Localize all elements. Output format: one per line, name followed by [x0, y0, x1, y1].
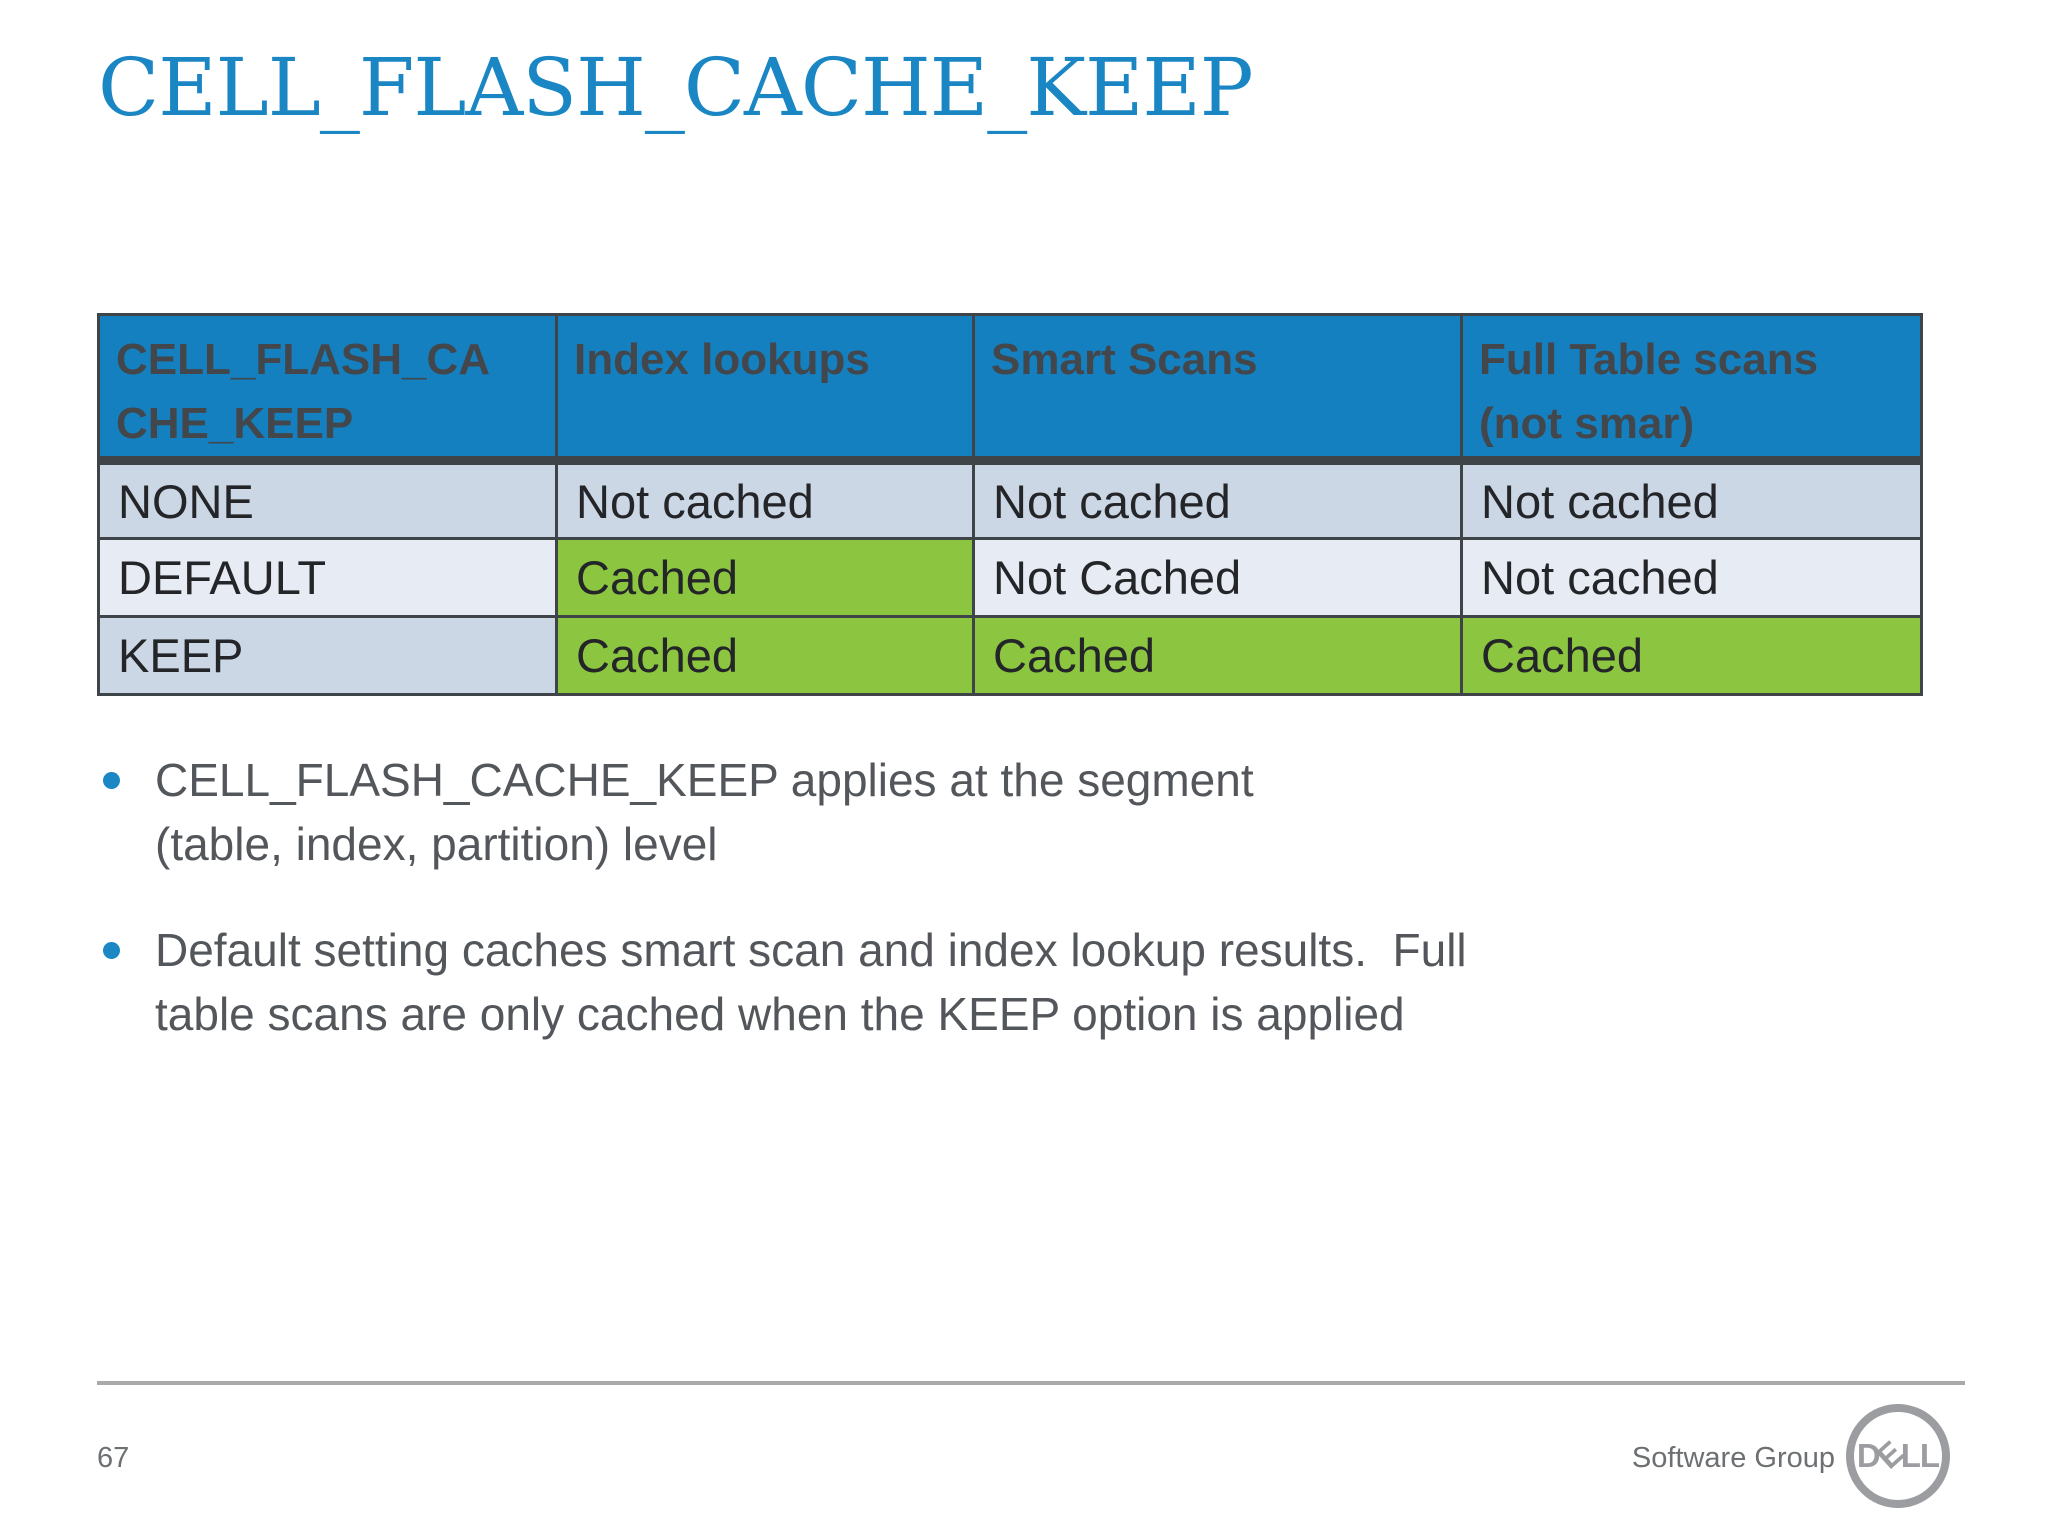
row-label-cell: KEEP [97, 615, 558, 696]
header-cell-index-lookups: Index lookups [555, 313, 975, 465]
table-cell-cached: Cached [972, 615, 1463, 696]
table-header-row: CELL_FLASH_CA CHE_KEEP Index lookups Sma… [97, 313, 1923, 465]
page-title: CELL_FLASH_CACHE_KEEP [98, 41, 1254, 134]
table-cell: Not cached [555, 459, 975, 540]
cache-behavior-table: CELL_FLASH_CA CHE_KEEP Index lookups Sma… [97, 313, 1923, 696]
bullet-text-line: Default setting caches smart scan and in… [155, 924, 1467, 976]
table-row-keep: KEEP Cached Cached Cached [97, 615, 1923, 696]
row-label-cell: NONE [97, 459, 558, 540]
table-cell-cached: Cached [555, 615, 975, 696]
bullet-text-line: table scans are only cached when the KEE… [155, 988, 1405, 1040]
table-header: CELL_FLASH_CA CHE_KEEP Index lookups Sma… [97, 313, 1923, 465]
logo-letter: L [1919, 1437, 1940, 1474]
table-cell: Not cached [972, 459, 1463, 540]
table-cell: Not cached [1460, 537, 1923, 618]
header-line: Smart Scans [991, 335, 1258, 384]
bullet-text-line: CELL_FLASH_CACHE_KEEP applies at the seg… [155, 754, 1254, 806]
page-number: 67 [97, 1442, 130, 1474]
header-cell-full-table-scans: Full Table scans (not smar) [1460, 313, 1923, 465]
header-line: Full Table scans [1479, 335, 1819, 384]
table-cell-cached: Cached [1460, 615, 1923, 696]
table-cell: Not cached [1460, 459, 1923, 540]
header-line: Index lookups [574, 335, 870, 384]
bullet-item-default-setting: Default setting caches smart scan and in… [97, 918, 1897, 1046]
bullet-dot-icon [103, 942, 120, 959]
footer-group-label: Software Group [1631, 1442, 1835, 1474]
bullet-dot-icon [103, 772, 120, 789]
bullet-item-segment-level: CELL_FLASH_CACHE_KEEP applies at the seg… [97, 748, 1897, 876]
logo-letter: L [1900, 1437, 1921, 1474]
header-line: CHE_KEEP [116, 399, 354, 448]
row-label-cell: DEFAULT [97, 537, 558, 618]
logo-letter: D [1856, 1437, 1881, 1474]
header-cell-smart-scans: Smart Scans [972, 313, 1463, 465]
table-cell: Not Cached [972, 537, 1463, 618]
header-line: CELL_FLASH_CA [116, 335, 491, 384]
table-cell-cached: Cached [555, 537, 975, 618]
header-cell-cell-flash-cache-keep: CELL_FLASH_CA CHE_KEEP [97, 313, 558, 465]
bullet-text-line: (table, index, partition) level [155, 818, 718, 870]
footer-divider [97, 1381, 1965, 1385]
table-row-none: NONE Not cached Not cached Not cached [97, 459, 1923, 540]
table-row-default: DEFAULT Cached Not Cached Not cached [97, 537, 1923, 618]
header-line: (not smar) [1479, 399, 1695, 448]
bullet-list: CELL_FLASH_CACHE_KEEP applies at the seg… [97, 748, 1897, 1088]
